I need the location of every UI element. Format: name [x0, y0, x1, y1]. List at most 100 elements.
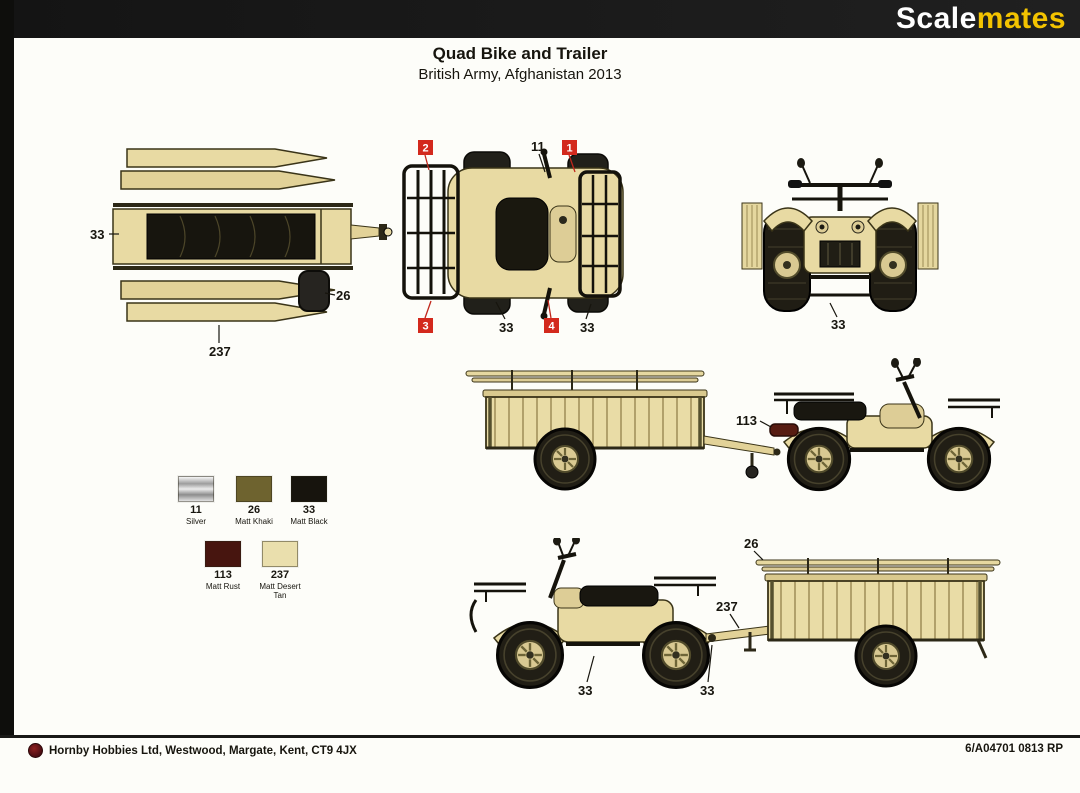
- callout-trailer-rails: 33: [90, 227, 119, 242]
- trailer-top-view: 33 26 237: [90, 148, 393, 359]
- trailer-side-boards-top: [120, 148, 336, 190]
- paint-swatch-khaki: [236, 476, 272, 502]
- quad-front-wheel: [926, 426, 992, 492]
- front-handlebars: [788, 158, 892, 211]
- side-view-lower: 26 237 33 33: [469, 538, 1001, 698]
- quad-top-view: 2 11 1 3 33 4 33: [402, 139, 624, 335]
- svg-text:11: 11: [531, 139, 545, 154]
- side-view-upper: 113: [465, 358, 1000, 492]
- quad-front-rack: [578, 170, 622, 298]
- quad-tank: [549, 205, 577, 263]
- paint-chip-113: 113 Matt Rust: [195, 541, 251, 591]
- paint-code: 11: [190, 504, 202, 516]
- paint-swatch-black: [291, 476, 327, 502]
- svg-text:237: 237: [716, 599, 738, 614]
- svg-text:113: 113: [736, 413, 757, 428]
- quad-front-view: 33: [741, 158, 939, 332]
- quad-exhaust: [769, 423, 799, 437]
- kit-reference: 6/A04701 0813 RP: [965, 743, 1063, 755]
- callout-hitch: 33: [700, 644, 714, 698]
- header-bar: Scalemates: [0, 0, 1080, 38]
- callout-exhaust: 113: [736, 413, 772, 428]
- logo-text-mates: mates: [976, 2, 1066, 35]
- quad-rear-rack: [402, 164, 460, 300]
- callout-box-2: 2: [418, 140, 433, 171]
- paint-swatch-desert-tan: [262, 541, 298, 567]
- publisher-text: Hornby Hobbies Ltd, Westwood, Margate, K…: [49, 744, 357, 757]
- logo-text-scale: Scale: [895, 2, 977, 35]
- paint-name: Matt Desert Tan: [259, 582, 301, 600]
- paint-name: Matt Khaki: [235, 517, 273, 526]
- paint-chip-33: 33 Matt Black: [281, 476, 337, 526]
- paint-code: 113: [214, 569, 232, 581]
- front-body: [763, 207, 917, 297]
- callout-box-1: 1: [562, 140, 577, 173]
- callout-wheel-right: 33: [580, 303, 594, 335]
- paint-swatch-silver: [178, 476, 214, 502]
- svg-text:2: 2: [422, 143, 428, 155]
- callout-quad-frame: 33: [578, 655, 595, 698]
- paint-chip-237: 237 Matt Desert Tan: [252, 541, 308, 600]
- trailer-drawbar-side: [703, 435, 781, 479]
- callout-pole: 26: [744, 538, 764, 561]
- page-title: Quad Bike and Trailer: [432, 44, 608, 63]
- callout-handlebar: 11: [531, 139, 546, 173]
- svg-text:4: 4: [548, 321, 555, 333]
- callout-box-3: 3: [418, 300, 433, 333]
- trailer-rails: [113, 203, 353, 270]
- callout-front-tyres: 33: [829, 302, 845, 332]
- callout-trailer-hull: 237: [209, 325, 231, 359]
- callout-box-4: 4: [544, 299, 559, 333]
- callout-trailer-tyre: 26: [324, 288, 350, 303]
- trailer-side-boards-bottom: [120, 280, 336, 322]
- right-pannier: [917, 202, 939, 270]
- paint-name: Matt Black: [290, 517, 328, 526]
- paint-chart: 11 Silver 26 Matt Khaki 33 Matt Black 11…: [168, 474, 368, 624]
- quad-side-right: [769, 358, 1000, 492]
- paint-chip-26: 26 Matt Khaki: [226, 476, 282, 526]
- left-pannier: [741, 202, 763, 270]
- paint-name: Silver: [185, 517, 206, 526]
- publisher-line: Hornby Hobbies Ltd, Westwood, Margate, K…: [28, 743, 357, 758]
- paint-name: Matt Rust: [205, 582, 241, 591]
- front-wheels: [763, 212, 917, 312]
- trailer-deck: [112, 208, 352, 265]
- paint-code: 26: [247, 504, 261, 516]
- page-subtitle: British Army, Afghanistan 2013: [418, 66, 622, 83]
- scalemates-logo: Scalemates: [896, 0, 1066, 38]
- paint-swatch-rust: [205, 541, 241, 567]
- trailer-wheel: [854, 624, 918, 688]
- svg-text:26: 26: [336, 288, 350, 303]
- paint-chip-11: 11 Silver: [168, 476, 224, 526]
- svg-text:33: 33: [700, 683, 714, 698]
- svg-text:33: 33: [90, 227, 104, 242]
- quad-front-wheel: [495, 620, 565, 690]
- title-block: Quad Bike and Trailer British Army, Afgh…: [330, 44, 710, 83]
- svg-text:1: 1: [566, 143, 572, 155]
- svg-text:33: 33: [578, 683, 592, 698]
- footer-divider: [0, 735, 1080, 738]
- callout-wheel-left: 33: [495, 301, 513, 335]
- trailer-roof-poles: [465, 370, 705, 392]
- hornby-logo-icon: [28, 743, 43, 758]
- quad-seat-top: [495, 197, 549, 271]
- trailer-tyre-topview: [298, 270, 330, 312]
- quad-side-left: [469, 538, 716, 690]
- trailer-wheel: [533, 427, 597, 491]
- svg-text:237: 237: [209, 344, 231, 359]
- svg-text:26: 26: [744, 538, 758, 551]
- page-left-border: [0, 0, 14, 737]
- quad-handlebars-top: [540, 148, 552, 320]
- svg-text:33: 33: [831, 317, 845, 332]
- callout-drawbar: 237: [716, 599, 740, 629]
- paint-code: 33: [302, 504, 316, 516]
- svg-text:3: 3: [422, 321, 428, 333]
- hitch-drawbar: [705, 625, 771, 652]
- quad-rear-wheel: [786, 426, 852, 492]
- trailer-box-side: [482, 389, 708, 450]
- svg-text:33: 33: [580, 320, 594, 335]
- quad-rear-wheel: [641, 620, 711, 690]
- trailer-drawbar: [350, 224, 393, 240]
- paint-code: 237: [270, 569, 290, 581]
